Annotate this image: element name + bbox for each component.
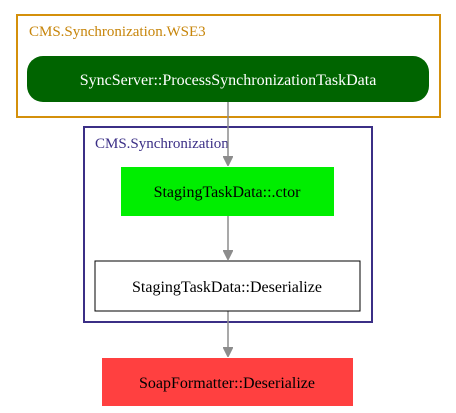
node-ctor-box bbox=[121, 167, 334, 216]
cluster-wse3-label: CMS.Synchronization.WSE3 bbox=[29, 24, 206, 40]
node-deserialize[interactable]: StagingTaskData::Deserialize bbox=[94, 260, 361, 312]
node-soap[interactable]: SoapFormatter::Deserialize bbox=[102, 358, 353, 406]
node-syncserver-label: SyncServer::ProcessSynchronizationTaskDa… bbox=[80, 72, 377, 89]
node-syncserver[interactable]: SyncServer::ProcessSynchronizationTaskDa… bbox=[27, 56, 429, 102]
node-soap-label: SoapFormatter::Deserialize bbox=[139, 375, 315, 392]
node-soap-box bbox=[102, 358, 353, 406]
cluster-sync-label: CMS.Synchronization bbox=[95, 136, 229, 152]
node-ctor-label: StagingTaskData::.ctor bbox=[154, 184, 302, 201]
node-deserialize-box bbox=[94, 260, 361, 312]
node-syncserver-box bbox=[27, 56, 429, 102]
node-ctor[interactable]: StagingTaskData::.ctor bbox=[121, 167, 334, 216]
node-deserialize-label: StagingTaskData::Deserialize bbox=[132, 279, 322, 296]
